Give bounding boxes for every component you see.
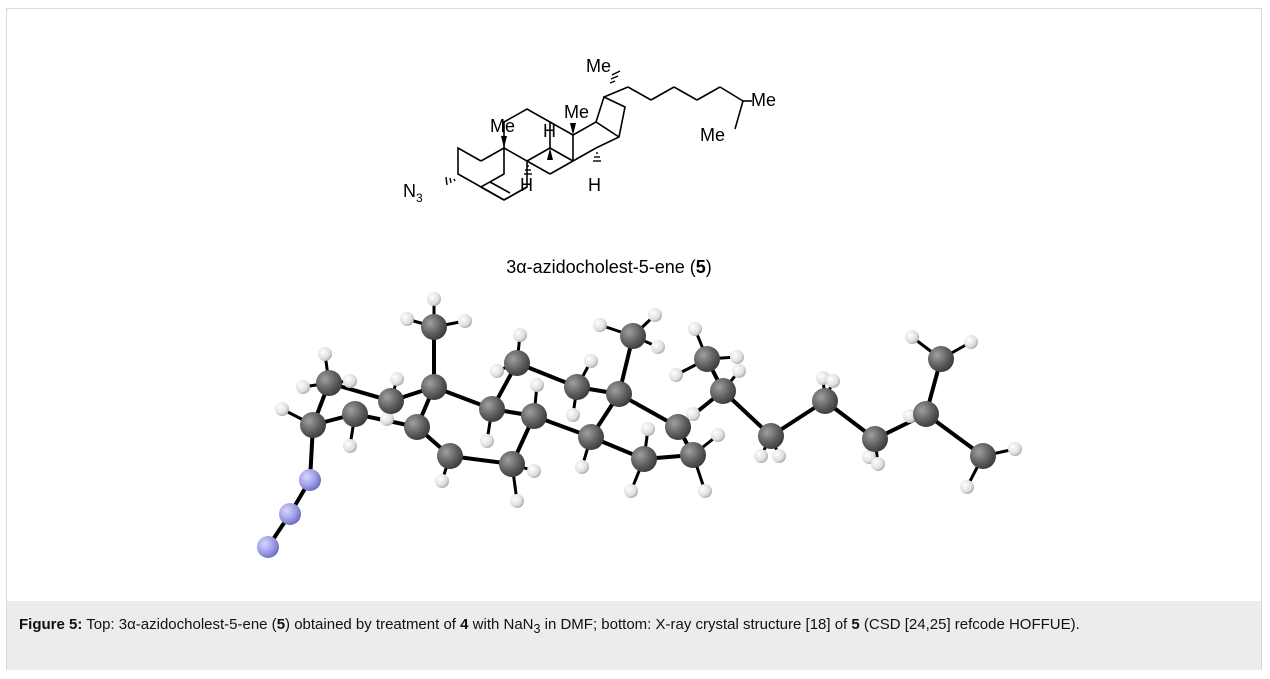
methyl-label: Me bbox=[564, 102, 589, 122]
nitrogen-atoms bbox=[257, 469, 321, 558]
caption-text: ) obtained by treatment of bbox=[285, 616, 461, 633]
methyl-label: Me bbox=[700, 125, 725, 145]
methyl-label: Me bbox=[490, 116, 515, 136]
compound-ref: 4 bbox=[460, 616, 469, 633]
caption-text: in DMF; bottom: X-ray crystal structure … bbox=[540, 616, 852, 633]
hydrogen-label: H bbox=[520, 175, 533, 195]
hydrogen-label: H bbox=[543, 121, 556, 141]
crystal-structure bbox=[257, 292, 1022, 558]
hydrogen-label: H bbox=[588, 175, 601, 195]
figure-label: Figure 5: bbox=[19, 616, 83, 633]
compound-ref: 5 bbox=[851, 616, 860, 633]
skeletal-structure: Me Me Me Me Me H H H N3 3α-azidocholest-… bbox=[403, 56, 776, 277]
subscript: 3 bbox=[533, 622, 541, 636]
chemical-figure: Me Me Me Me Me H H H N3 3α-azidocholest-… bbox=[257, 56, 1022, 558]
methyl-label: Me bbox=[751, 90, 776, 110]
compound-ref: 5 bbox=[276, 616, 286, 633]
caption-text: (CSD [24,25] refcode HOFFUE). bbox=[859, 616, 1080, 633]
caption-text: Top: 3α-azidocholest-5-ene ( bbox=[82, 616, 277, 633]
methyl-label: Me bbox=[586, 56, 611, 76]
figure-caption: Figure 5: Top: 3α-azidocholest-5-ene (5)… bbox=[7, 601, 1261, 670]
carbon-atoms bbox=[300, 314, 996, 477]
azide-label: N3 bbox=[403, 181, 423, 205]
compound-name: 3α-azidocholest-5-ene (5) bbox=[506, 257, 712, 277]
figure-frame: Me Me Me Me Me H H H N3 3α-azidocholest-… bbox=[6, 8, 1262, 670]
hydrogen-atoms bbox=[275, 292, 1022, 508]
caption-text: with NaN bbox=[468, 616, 534, 633]
